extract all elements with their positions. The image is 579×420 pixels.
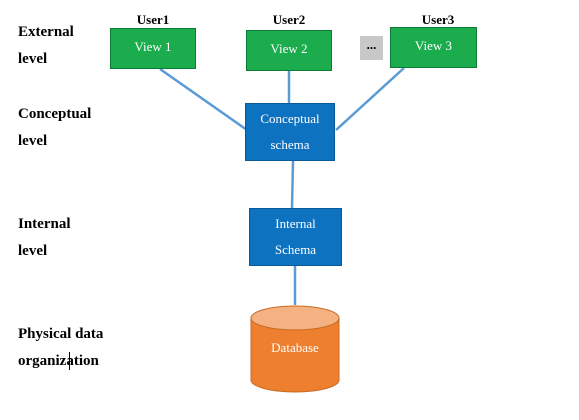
text-cursor [69,352,70,370]
internal-schema-box: Internal Schema [249,208,342,266]
view-3-box: View 3 [390,27,477,68]
label-conceptual-level: Conceptual level [18,106,92,149]
user-label-1: User1 [136,12,170,27]
label-internal-level: Internal level [18,216,71,259]
user-label-2: User2 [272,12,306,27]
user-label-3: User3 [421,12,455,27]
label-external-level: External level [18,24,74,67]
database-cylinder [250,305,340,393]
database-cylinder-top [250,305,340,331]
more-users-ellipsis: ... [360,36,383,60]
label-physical-data-organization: Physical data organization [18,326,104,369]
connector-view3-conceptual [335,67,405,131]
connector-conceptual-internal [290,160,295,209]
connector-view1-conceptual [159,67,248,132]
view-2-box: View 2 [246,30,332,71]
conceptual-schema-box: Conceptual schema [245,103,335,161]
database-cylinder-body [250,317,340,393]
database-label: Database [271,340,319,355]
view-1-box: View 1 [110,28,196,69]
